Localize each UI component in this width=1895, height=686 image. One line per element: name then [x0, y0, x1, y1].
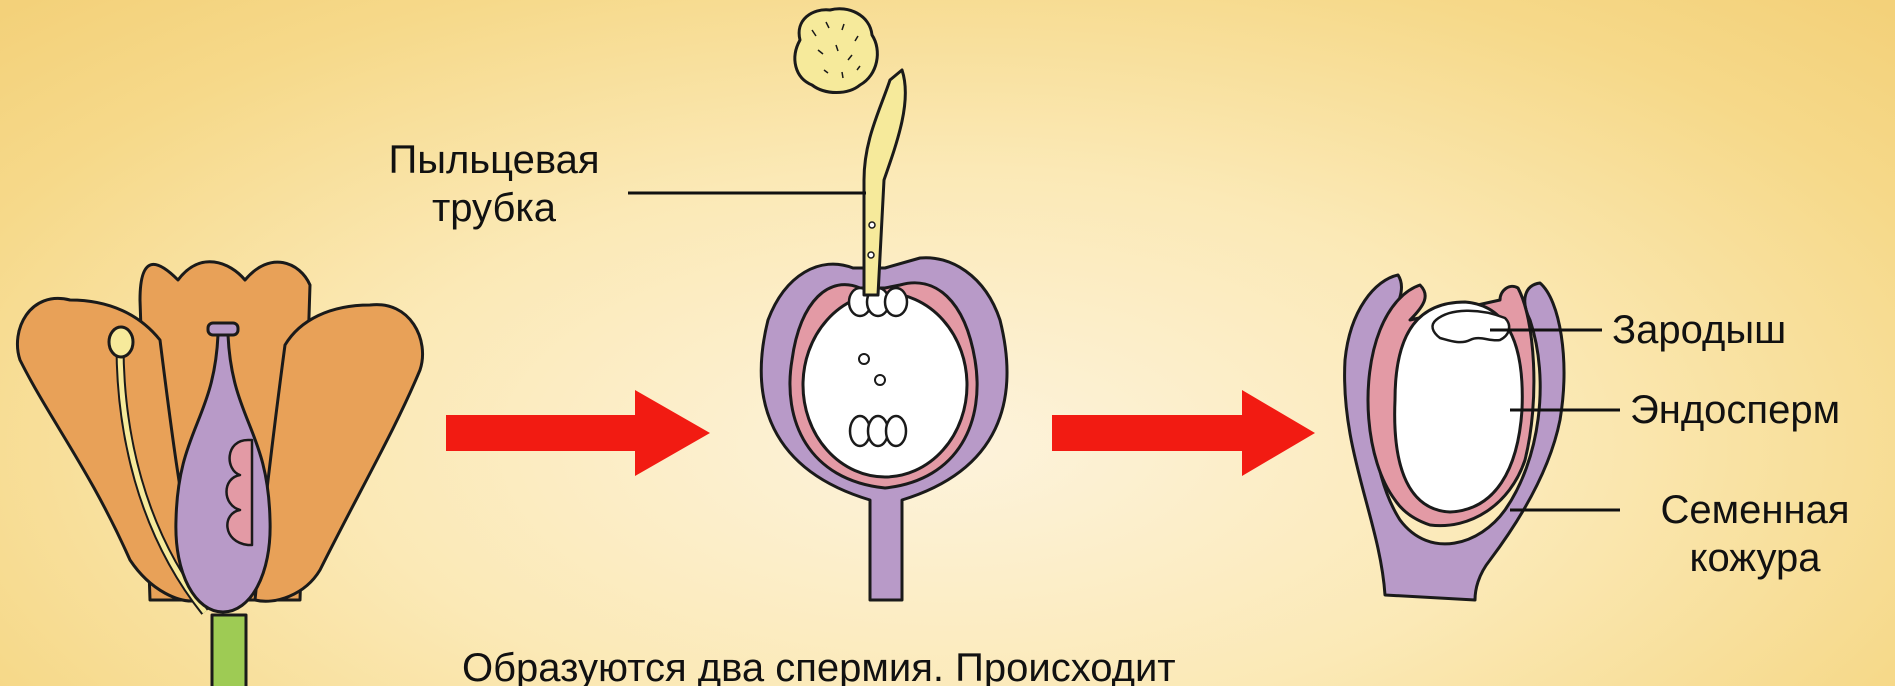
ovules [227, 440, 253, 545]
caption: Образуются два спермия. Происходит [462, 644, 1176, 686]
embryo-sac [803, 293, 967, 477]
anther [109, 327, 133, 357]
stigma [208, 323, 238, 335]
arrow-right-1 [446, 390, 710, 476]
pollen-tube-label: Пыльцевая трубка [360, 136, 628, 232]
pollen-grain [795, 9, 877, 93]
antipodal-cells [850, 416, 906, 446]
pollen-tube [864, 70, 905, 295]
embryo [1433, 311, 1510, 342]
arrow-right-2 [1052, 390, 1315, 476]
ovule-illustration [761, 9, 1007, 600]
pollen-tube-label-line1: Пыльцевая [360, 136, 628, 184]
flower-illustration [17, 262, 422, 686]
seed-coat-label-line2: кожура [1625, 534, 1885, 582]
pollen-tube-label-line2: трубка [360, 184, 628, 232]
endosperm-label: Эндосперм [1630, 386, 1840, 434]
seed-coat-label-line1: Семенная [1625, 486, 1885, 534]
embryo-label: Зародыш [1612, 306, 1786, 354]
seed-coat-label: Семенная кожура [1625, 486, 1885, 582]
flower-stem [212, 615, 246, 686]
seed-illustration [1345, 275, 1564, 600]
